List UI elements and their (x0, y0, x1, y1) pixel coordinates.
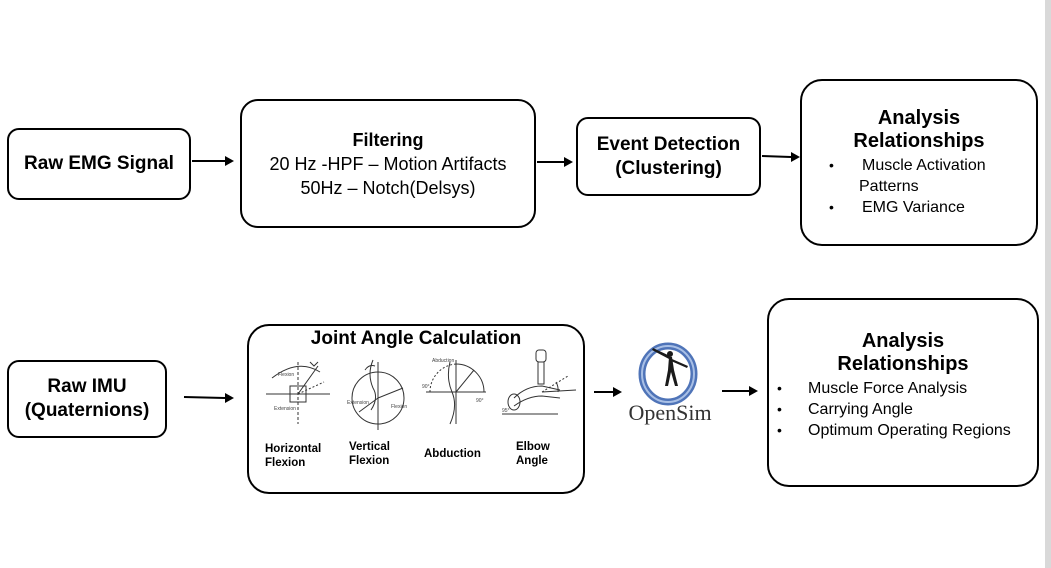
horizontal-flexion-figure: Flexion Extension (266, 361, 330, 424)
arrow-filtering-to-event (537, 157, 573, 167)
list-item-text: Optimum Operating Regions (808, 422, 1011, 439)
horizontal-flexion-caption: Horizontal Flexion (265, 442, 321, 470)
event-detection-line2: (Clustering) (615, 157, 722, 179)
filtering-title: Filtering (352, 129, 424, 150)
filtering-notch-line: 50Hz – Notch(Delsys) (300, 177, 476, 198)
abduction-caption: Abduction (424, 447, 481, 461)
vertical-flexion-figure: Extension Flexion (347, 359, 407, 430)
joint-angle-title: Joint Angle Calculation (310, 328, 522, 349)
list-item-text: Muscle Activation (862, 157, 986, 174)
svg-text:95°: 95° (502, 408, 510, 414)
list-item-text: EMG Variance (862, 199, 965, 216)
list-item: • EMG Variance (802, 197, 1036, 218)
emg-analysis-subtitle: Relationships (853, 130, 985, 152)
abduction-figure: Abduction 90° 90° (422, 358, 486, 425)
svg-text:90°: 90° (476, 398, 484, 404)
arrow-event-to-analysis (761, 152, 800, 162)
right-edge-divider (1045, 0, 1051, 568)
raw-imu-box: Raw IMU (Quaternions) (7, 360, 167, 438)
imu-analysis-subtitle: Relationships (837, 353, 969, 375)
opensim-wordmark: OpenSim (628, 400, 712, 425)
list-item: • Carrying Angle (769, 399, 1037, 420)
caption-line: Flexion (265, 457, 306, 469)
caption-line: Flexion (349, 455, 390, 467)
filtering-box: Filtering 20 Hz -HPF – Motion Artifacts … (240, 99, 536, 228)
list-item-text: Muscle Force Analysis (808, 380, 968, 397)
emg-analysis-title: Analysis (877, 107, 961, 129)
list-item: • Muscle Force Analysis (769, 378, 1037, 399)
bullet-icon: • (777, 422, 782, 438)
svg-text:Extension: Extension (274, 406, 296, 412)
elbow-angle-caption: Elbow Angle (516, 440, 550, 468)
bullet-icon: • (777, 380, 782, 396)
arrow-raw-emg-to-filtering (192, 156, 234, 166)
caption-line: Vertical (349, 441, 390, 453)
raw-imu-line2: (Quaternions) (24, 400, 150, 421)
svg-text:Extension: Extension (347, 400, 369, 406)
caption-line: Abduction (424, 448, 481, 460)
raw-emg-signal-box: Raw EMG Signal (7, 128, 191, 200)
joint-angle-box: Joint Angle Calculation (247, 324, 585, 494)
bullet-icon: • (829, 157, 834, 173)
imu-analysis-list: • Muscle Force Analysis • Carrying Angle… (769, 378, 1037, 441)
arrow-opensim-to-analysis (722, 386, 758, 396)
vertical-flexion-caption: Vertical Flexion (349, 440, 390, 468)
arrow-raw-imu-to-joint (183, 393, 234, 403)
list-item: • Optimum Operating Regions (769, 420, 1037, 441)
bullet-icon: • (777, 401, 782, 417)
imu-analysis-title: Analysis (861, 330, 945, 352)
list-item: • Muscle Activation (802, 155, 1036, 176)
svg-text:Abduction: Abduction (432, 358, 454, 364)
raw-emg-signal-label: Raw EMG Signal (24, 153, 174, 174)
svg-text:Flexion: Flexion (391, 404, 407, 410)
event-detection-line1: Event Detection (596, 133, 741, 155)
caption-line: Elbow (516, 441, 550, 453)
elbow-angle-figure: 95° (502, 349, 577, 415)
svg-text:90°: 90° (422, 384, 430, 390)
list-item-text: Carrying Angle (808, 401, 913, 418)
emg-analysis-box: Analysis Relationships • Muscle Activati… (800, 79, 1038, 246)
caption-line: Angle (516, 455, 548, 467)
opensim-logo-icon (638, 342, 698, 406)
arrow-joint-to-opensim (594, 387, 622, 397)
opensim-logo: OpenSim (612, 340, 724, 430)
emg-analysis-list: • Muscle Activation Patterns • EMG Varia… (802, 155, 1036, 218)
imu-analysis-box: Analysis Relationships • Muscle Force An… (767, 298, 1039, 487)
svg-text:Flexion: Flexion (278, 372, 294, 378)
caption-line: Horizontal (265, 443, 322, 455)
list-item-text: Patterns (859, 178, 919, 195)
list-item: Patterns (802, 176, 1036, 197)
event-detection-box: Event Detection (Clustering) (576, 117, 761, 196)
bullet-icon: • (829, 199, 834, 215)
raw-imu-line1: Raw IMU (47, 376, 127, 397)
filtering-hpf-line: 20 Hz -HPF – Motion Artifacts (269, 153, 507, 174)
